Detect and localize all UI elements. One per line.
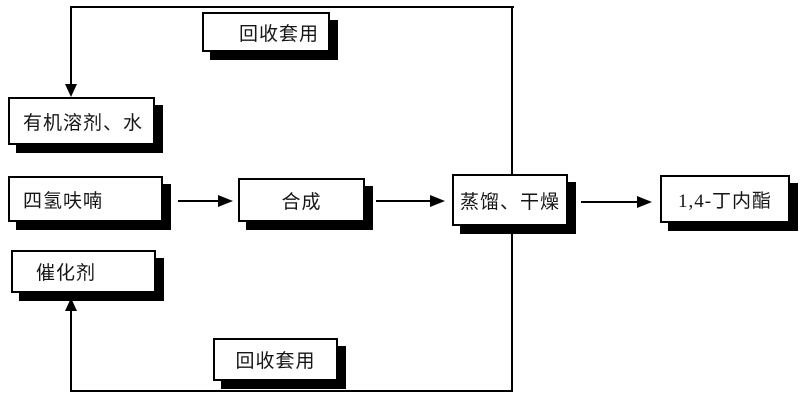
arrowhead-down-icon xyxy=(65,84,77,97)
node-product-label: 1,4-丁内酯 xyxy=(677,190,773,212)
node-synthesis-label: 合成 xyxy=(281,191,322,213)
arrowhead-right-icon xyxy=(637,196,652,208)
arrow-thf-to-synthesis-line xyxy=(178,200,220,202)
top-loop-horizontal-line xyxy=(70,6,514,8)
node-organic-solvent-label: 有机溶剂、水 xyxy=(23,112,144,134)
bottom-loop-horizontal-line xyxy=(70,390,513,392)
node-organic-solvent: 有机溶剂、水 xyxy=(8,97,155,145)
node-catalyst-label: 催化剂 xyxy=(36,263,97,284)
node-distillation-label: 蒸馏、干燥 xyxy=(459,191,560,213)
node-product: 1,4-丁内酯 xyxy=(660,175,790,223)
top-loop-right-vertical-line xyxy=(511,6,513,178)
node-thf-label: 四氢呋喃 xyxy=(23,190,104,212)
node-recycle-top-label: 回收套用 xyxy=(238,23,319,45)
arrowhead-right-icon xyxy=(430,195,445,207)
node-thf: 四氢呋喃 xyxy=(8,176,163,222)
arrowhead-right-icon xyxy=(218,195,233,207)
node-recycle-bottom-label: 回收套用 xyxy=(235,351,316,372)
bottom-loop-right-vertical-line xyxy=(511,226,513,392)
node-recycle-bottom: 回收套用 xyxy=(213,338,338,381)
node-distillation: 蒸馏、干燥 xyxy=(452,174,568,226)
arrowhead-up-icon xyxy=(65,298,77,311)
node-catalyst: 催化剂 xyxy=(11,250,156,293)
top-loop-left-vertical-line xyxy=(70,6,72,86)
bottom-loop-left-vertical-line xyxy=(70,310,72,392)
node-recycle-top: 回收套用 xyxy=(202,12,330,52)
arrow-distillation-to-product-line xyxy=(581,201,639,203)
arrow-synthesis-to-distillation-line xyxy=(376,200,432,202)
node-synthesis: 合成 xyxy=(238,178,365,222)
